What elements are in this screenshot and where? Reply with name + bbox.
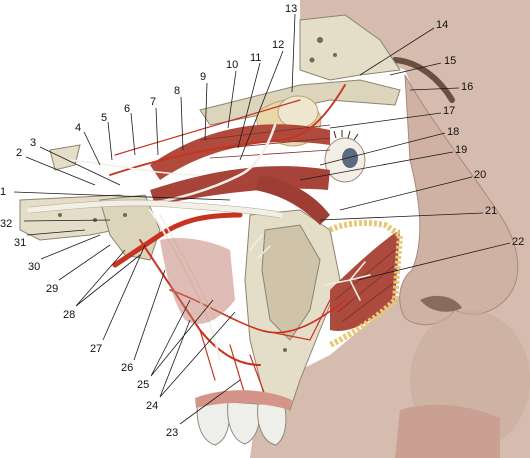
label-6: 6	[124, 103, 130, 115]
label-24: 24	[146, 400, 158, 412]
levator-labii-muscle	[330, 230, 400, 331]
label-26: 26	[121, 362, 133, 374]
muscle-fibers-lower	[334, 249, 396, 323]
label-19: 19	[455, 144, 467, 156]
label-4: 4	[75, 122, 81, 134]
inferior-oblique-muscle	[255, 175, 330, 225]
maxillary-sinus	[261, 224, 321, 341]
sphenoid-process	[49, 144, 81, 171]
eyebrow	[392, 57, 455, 103]
teeth	[196, 399, 287, 446]
label-16: 16	[461, 81, 473, 93]
label-31: 31	[14, 237, 26, 249]
label-22: 22	[512, 236, 524, 248]
lateral-rectus-muscle	[150, 166, 330, 205]
label-21: 21	[485, 205, 497, 217]
label-20: 20	[474, 169, 486, 181]
label-14: 14	[436, 19, 448, 31]
label-3: 3	[30, 137, 36, 149]
deep-muscle	[160, 238, 235, 324]
label-17: 17	[443, 105, 455, 117]
label-1: 1	[0, 186, 6, 198]
label-7: 7	[150, 96, 156, 108]
label-30: 30	[28, 261, 40, 273]
label-25: 25	[137, 379, 149, 391]
label-13: 13	[285, 3, 297, 15]
iris	[342, 148, 358, 168]
leader-lines	[13, 13, 511, 425]
label-27: 27	[90, 343, 102, 355]
label-8: 8	[174, 85, 180, 97]
label-32: 32	[0, 218, 12, 230]
label-2: 2	[16, 147, 22, 159]
nostril	[420, 295, 462, 312]
number-labels: 1 2 3 4 5 6 7 8 9 10 11 12 13 14 15 16 1…	[0, 3, 524, 439]
nerve-outline	[29, 199, 281, 219]
label-15: 15	[444, 55, 456, 67]
fat-border	[328, 219, 404, 348]
label-23: 23	[166, 427, 178, 439]
frontal-bone-section	[299, 14, 401, 81]
label-11: 11	[250, 52, 261, 64]
label-28: 28	[63, 309, 75, 321]
label-10: 10	[226, 59, 238, 71]
upper-lip	[395, 404, 500, 458]
label-9: 9	[200, 71, 206, 83]
label-18: 18	[447, 126, 459, 138]
label-12: 12	[272, 39, 284, 51]
label-29: 29	[46, 283, 58, 295]
superior-rectus-muscle	[150, 124, 330, 180]
label-5: 5	[101, 112, 107, 124]
